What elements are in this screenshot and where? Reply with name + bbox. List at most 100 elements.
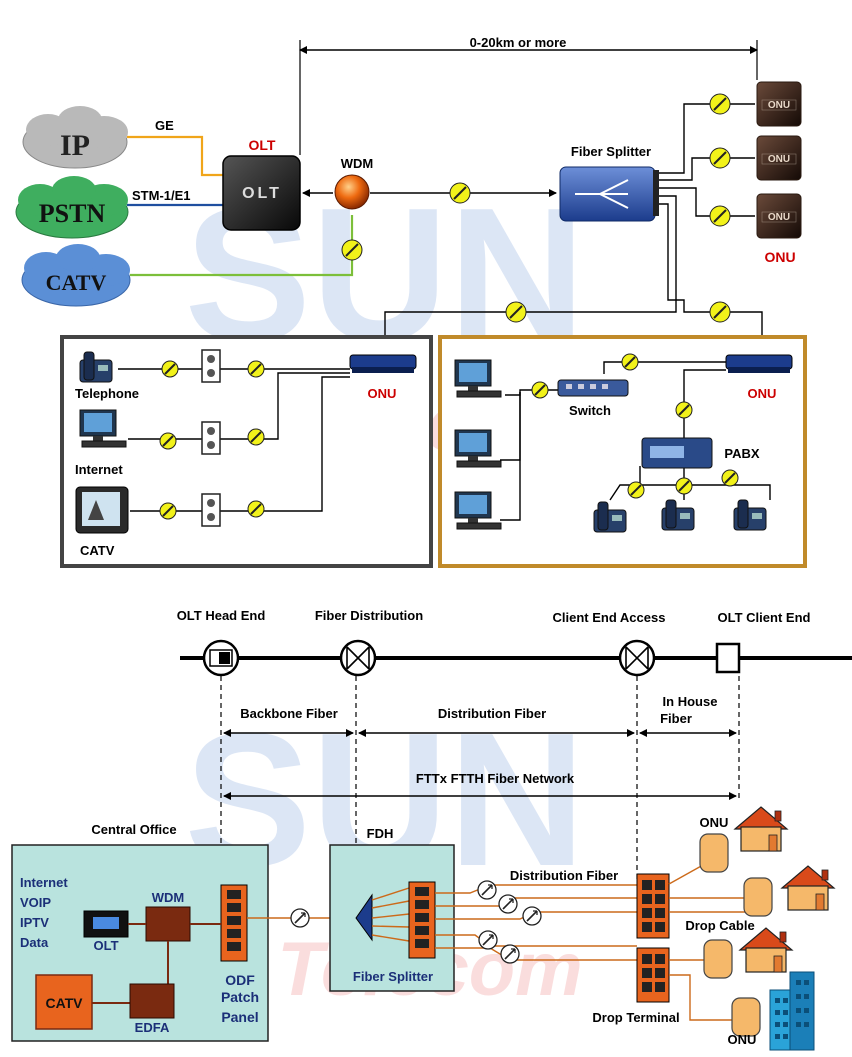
wdm-device: WDM bbox=[334, 156, 374, 210]
bottom-onu-top-label: ONU bbox=[700, 815, 729, 830]
in-house-onu-1-icon bbox=[699, 833, 729, 873]
in-house-onu-4-icon bbox=[731, 997, 761, 1037]
fiber-distribution-label: Fiber Distribution bbox=[315, 608, 423, 623]
onu-box-text-3: ONU bbox=[768, 212, 790, 223]
co-edfa-device: EDFA bbox=[129, 983, 175, 1035]
wall-outlet bbox=[201, 349, 221, 383]
dist-connector-2-icon bbox=[498, 894, 518, 914]
house-2-icon bbox=[781, 865, 835, 911]
wdm-label: WDM bbox=[341, 156, 374, 171]
catv-connector-icon bbox=[159, 502, 177, 520]
ftth-network-label: FTTx FTTH Fiber Network bbox=[416, 771, 575, 786]
switch-device: Switch bbox=[557, 379, 629, 418]
olt-client-end-label: OLT Client End bbox=[718, 610, 811, 625]
odf-label-1: ODF bbox=[225, 972, 255, 988]
bottom-onu-bottom-label: ONU bbox=[728, 1032, 757, 1047]
switch-connector-icon bbox=[621, 353, 639, 371]
onu-device-1: ONU bbox=[756, 81, 802, 127]
office-premises-box: ONU Switch PABX bbox=[438, 335, 807, 568]
home-onu-label: ONU bbox=[368, 386, 397, 401]
onu1-connector-icon bbox=[709, 93, 731, 115]
pabx-connector-icon bbox=[675, 401, 693, 419]
bottom-distribution-fiber-label: Distribution Fiber bbox=[510, 868, 618, 883]
ip-cloud: IP bbox=[22, 106, 128, 169]
onu-box-text-1: ONU bbox=[768, 100, 790, 111]
phone2-connector-icon bbox=[675, 477, 693, 495]
home-onu-device: ONU bbox=[349, 354, 417, 401]
co-catv-device: CATV bbox=[35, 974, 93, 1030]
fiber-timeline: OLT Head End Fiber Distribution Client E… bbox=[177, 608, 852, 1000]
co-olt-label: OLT bbox=[93, 938, 118, 953]
telephone-outlet-connector-icon bbox=[247, 360, 265, 378]
distance-label: 0-20km or more bbox=[470, 35, 567, 50]
distance-dimension: 0-20km or more bbox=[299, 35, 758, 155]
onu-device-3: ONU bbox=[756, 193, 802, 239]
splitter-label: Fiber Splitter bbox=[571, 144, 651, 159]
ge-label: GE bbox=[155, 118, 174, 133]
co-wdm-device: WDM bbox=[145, 890, 191, 942]
distribution-marker bbox=[339, 639, 377, 677]
house-1-icon bbox=[734, 806, 788, 852]
catv-cloud: CATV bbox=[21, 244, 131, 307]
home-premises-box: ONU Telephone Internet bbox=[60, 335, 433, 568]
co-edfa-label: EDFA bbox=[135, 1020, 170, 1035]
telephone-label: Telephone bbox=[75, 386, 139, 401]
in-house-onu-3-icon bbox=[703, 939, 733, 979]
pstn-cloud: PSTN bbox=[15, 176, 129, 239]
internet-outlet-connector-icon bbox=[247, 428, 265, 446]
client-end-marker bbox=[715, 642, 741, 674]
co-wdm-label: WDM bbox=[152, 890, 185, 905]
in-house-fiber-label-2: Fiber bbox=[660, 711, 692, 726]
pabx-device: PABX bbox=[641, 437, 760, 469]
internet-connector-icon bbox=[159, 432, 177, 450]
onu-stack: ONU ONU ONU ONU bbox=[756, 81, 802, 265]
drop-terminal-upper bbox=[636, 873, 670, 939]
internet-label: Internet bbox=[75, 462, 123, 477]
phone3-connector-icon bbox=[721, 469, 739, 487]
pabx-label: PABX bbox=[724, 446, 759, 461]
onu3-connector-icon bbox=[709, 205, 731, 227]
pc-connector-icon bbox=[531, 381, 549, 399]
olt-box-text: OLT bbox=[242, 185, 282, 202]
onu-stack-label: ONU bbox=[764, 249, 795, 265]
olt-head-end-label: OLT Head End bbox=[177, 608, 266, 623]
phone1-connector-icon bbox=[627, 481, 645, 499]
central-office-label: Central Office bbox=[91, 822, 176, 837]
service-iptv: IPTV bbox=[20, 915, 49, 930]
left-drop-connector-icon bbox=[505, 301, 527, 323]
onu-box-text-2: ONU bbox=[768, 154, 790, 165]
catv-outlet-connector-icon bbox=[247, 500, 265, 518]
ip-cloud-label: IP bbox=[60, 129, 90, 162]
drop-cable-label: Drop Cable bbox=[685, 918, 754, 933]
drop-terminal-label: Drop Terminal bbox=[592, 1010, 679, 1025]
right-drop-connector-icon bbox=[709, 301, 731, 323]
dist-connector-5-icon bbox=[500, 944, 520, 964]
office-onu-device: ONU bbox=[725, 354, 793, 401]
olt-device: OLT OLT bbox=[222, 137, 301, 231]
dist-connector-3-icon bbox=[522, 906, 542, 926]
catv-connector-icon bbox=[341, 239, 363, 261]
co-catv-label: CATV bbox=[45, 995, 83, 1011]
fdh-label: FDH bbox=[367, 826, 394, 841]
office-onu-label: ONU bbox=[748, 386, 777, 401]
odf-label-2: Patch bbox=[221, 989, 259, 1005]
backbone-fiber-label: Backbone Fiber bbox=[240, 706, 338, 721]
pstn-cloud-label: PSTN bbox=[39, 199, 106, 228]
odf-label-3: Panel bbox=[221, 1009, 258, 1025]
head-end-marker bbox=[202, 639, 240, 677]
client-end-access-label: Client End Access bbox=[553, 610, 666, 625]
onu2-connector-icon bbox=[709, 147, 731, 169]
central-office-box: Central Office Internet VOIP IPTV Data O… bbox=[11, 822, 269, 1042]
service-data: Data bbox=[20, 935, 49, 950]
fiber-splitter-device: Fiber Splitter bbox=[559, 144, 659, 222]
client-access-marker bbox=[618, 639, 656, 677]
catv-cloud-label: CATV bbox=[46, 270, 107, 295]
olt-label: OLT bbox=[249, 137, 276, 153]
service-voip: VOIP bbox=[20, 895, 51, 910]
wall-outlet bbox=[201, 421, 221, 455]
dist-connector-1-icon bbox=[477, 880, 497, 900]
fdh-box: FDH Fiber Splitter bbox=[329, 826, 455, 992]
onu-device-2: ONU bbox=[756, 135, 802, 181]
